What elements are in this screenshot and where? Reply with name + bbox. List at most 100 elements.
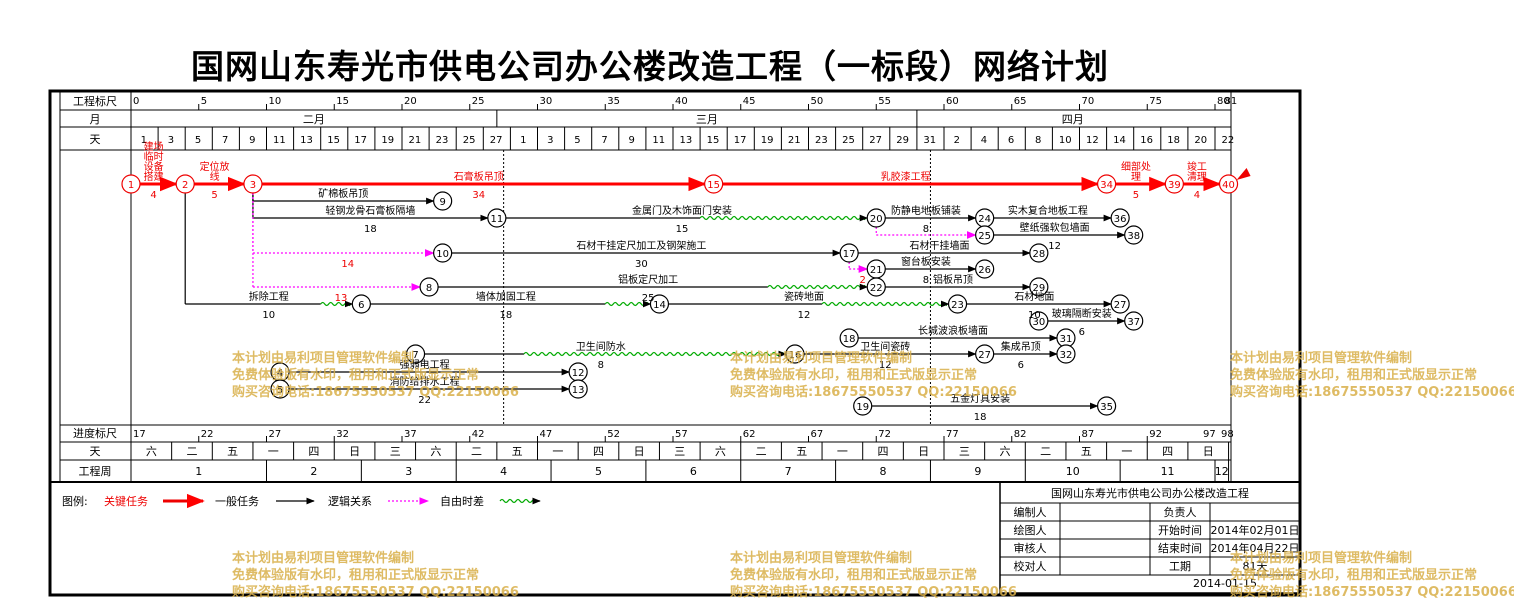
day-label: 19 — [381, 135, 394, 146]
day-label: 11 — [652, 135, 665, 146]
scale-tick-label: 65 — [1014, 96, 1027, 107]
info-project: 国网山东寿光市供电公司办公楼改造工程 — [1051, 486, 1249, 500]
scale-tick-label: 0 — [133, 96, 139, 107]
event-node-label: 5 — [277, 385, 283, 396]
day-label: 13 — [680, 135, 693, 146]
task-duration: 10 — [262, 310, 275, 321]
month-label: 四月 — [1062, 113, 1084, 126]
event-node — [947, 294, 968, 314]
scale-tick-label: 27 — [269, 429, 282, 440]
day-label: 5 — [195, 135, 201, 146]
task-duration: 6 — [1018, 360, 1024, 371]
day-label: 17 — [354, 135, 367, 146]
info-cell: 工期 — [1169, 560, 1191, 573]
weekday-label: 三 — [959, 445, 970, 458]
task-name: 长城波浪板墙面 — [918, 324, 988, 337]
weekday-label: 三 — [674, 445, 685, 458]
info-date: 2014-01-15 — [1193, 577, 1257, 590]
task-name: 瓷砖地面 — [784, 290, 824, 303]
scale-tick-label: 42 — [472, 429, 485, 440]
info-cell: 校对人 — [1014, 559, 1047, 573]
task-name: 卫生间瓷砖 — [860, 340, 910, 353]
day-label: 7 — [601, 135, 607, 146]
task-name: 临时 — [144, 150, 164, 163]
watermark: 本计划由易利项目管理软件编制免费体验版有水印，租用和正式版显示正常购买咨询电话:… — [730, 551, 1017, 600]
scale-tick-label: 72 — [878, 429, 891, 440]
scale-tick-label: 92 — [1149, 429, 1162, 440]
day-label: 18 — [1167, 135, 1180, 146]
event-node-label: 40 — [1222, 180, 1235, 191]
watermark: 本计划由易利项目管理软件编制免费体验版有水印，租用和正式版显示正常购买咨询电话:… — [1230, 551, 1514, 600]
event-node-label: 23 — [951, 300, 964, 311]
event-node-label: 4 — [277, 368, 283, 379]
day-label: 21 — [788, 135, 801, 146]
event-node — [1029, 311, 1049, 331]
task-duration: 6 — [1079, 327, 1085, 338]
event-node-label: 14 — [653, 300, 666, 311]
weekday-label: 二 — [186, 445, 197, 458]
day-label: 8 — [1035, 135, 1041, 146]
scale-tick-label: 32 — [336, 429, 349, 440]
week-label: 1 — [195, 465, 202, 478]
event-node — [487, 208, 507, 228]
event-node — [649, 294, 670, 314]
task-duration: 4 — [1194, 190, 1200, 201]
event-node — [1029, 243, 1049, 263]
event-node — [270, 379, 290, 399]
weekday-label: 六 — [430, 445, 441, 458]
task-duration: 25 — [642, 293, 655, 304]
day-label: 31 — [923, 135, 936, 146]
watermark: 本计划由易利项目管理软件编制免费体验版有水印，租用和正式版显示正常购买咨询电话:… — [232, 351, 519, 400]
task-duration: 4 — [150, 190, 156, 201]
task-name: 定位放 — [200, 160, 230, 173]
scale-tick-label: 82 — [1014, 429, 1027, 440]
scale-tick-label: 81 — [1225, 96, 1238, 107]
day-label: 23 — [436, 135, 449, 146]
scale-row-label: 天 — [90, 133, 101, 146]
scale-tick-label: 30 — [540, 96, 553, 107]
task-duration: 15 — [676, 224, 689, 235]
legend: 图例:关键任务一般任务逻辑关系自由时差 — [62, 493, 541, 509]
event-node-label: 21 — [870, 265, 883, 276]
scale-tick-label: 10 — [269, 96, 282, 107]
scale-tick-label: 35 — [607, 96, 620, 107]
event-node — [1029, 277, 1049, 297]
event-node — [866, 208, 886, 228]
task-duration: 22 — [418, 395, 431, 406]
task-name: 壁纸强软包墙面 — [1020, 221, 1090, 234]
task-arrows — [140, 176, 1222, 410]
task-name: 五金灯具安装 — [950, 392, 1010, 405]
watermark: 本计划由易利项目管理软件编制免费体验版有水印，租用和正式版显示正常购买咨询电话:… — [730, 351, 1017, 400]
day-label: 3 — [547, 135, 553, 146]
task-name: 矿棉板吊顶 — [318, 187, 368, 200]
weekday-label: 二 — [471, 445, 482, 458]
event-node-label: 20 — [870, 214, 883, 225]
event-node-label: 2 — [182, 180, 188, 191]
scale-tick-label: 80 — [1217, 96, 1230, 107]
day-label: 9 — [249, 135, 255, 146]
event-node — [839, 243, 859, 263]
finish-flag-icon — [1236, 168, 1251, 180]
weekday-label: 六 — [715, 445, 726, 458]
day-label: 14 — [1113, 135, 1126, 146]
info-cell: 2014年04月22日 — [1211, 541, 1300, 555]
event-node — [1096, 174, 1117, 194]
day-label: 2 — [954, 135, 960, 146]
info-cell: 绘图人 — [1014, 523, 1047, 537]
task-duration: 12 — [879, 360, 892, 371]
task-name: 设备 — [144, 160, 164, 173]
event-node — [351, 294, 371, 314]
scale-tick-label: 20 — [404, 96, 417, 107]
free-float-line — [699, 215, 866, 221]
day-label: 20 — [1194, 135, 1207, 146]
float-duration: 14 — [341, 259, 354, 270]
scale-row-label: 工程周 — [79, 465, 112, 478]
week-label: 10 — [1066, 465, 1080, 478]
task-duration: 18 — [974, 412, 987, 423]
event-node — [975, 344, 995, 364]
day-label: 15 — [327, 135, 340, 146]
task-name: 轻钢龙骨石膏板隔墙 — [325, 204, 415, 217]
